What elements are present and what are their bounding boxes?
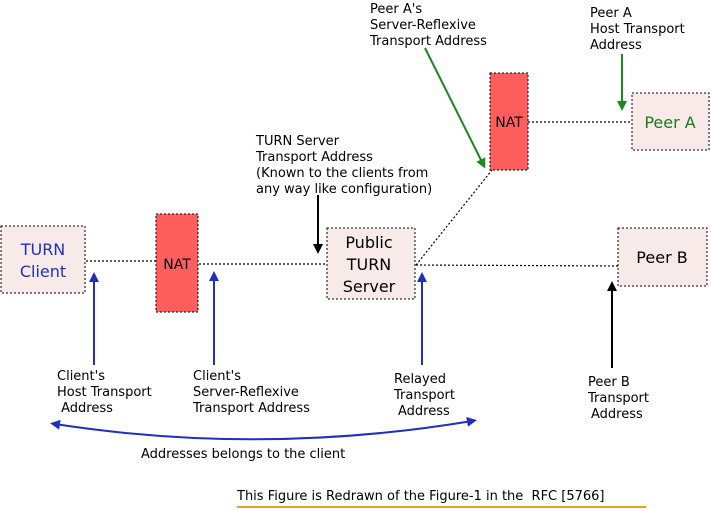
nat-peer-a-box (489, 72, 529, 171)
peer-a-box (631, 92, 710, 151)
nat-client-label: NAT (163, 257, 191, 273)
turn-client-label-1: TURN (20, 240, 66, 259)
arrow-peer-a-srflx (424, 47, 486, 169)
label-client-host-1: Client's (57, 369, 105, 384)
turn-client-label-2: Client (20, 262, 66, 281)
label-client-addresses: Addresses belongs to the client (141, 447, 345, 462)
label-peer-a-srflx-3: Transport Address (369, 34, 487, 49)
label-relayed-1: Relayed (394, 372, 446, 387)
label-turn-server-2: Transport Address (255, 150, 373, 165)
label-peer-a-host-3: Address (590, 38, 642, 53)
label-turn-server-4: any way like configuration) (256, 182, 432, 197)
turn-server-label-1: Public (345, 233, 392, 252)
nat-peer-a-label: NAT (495, 115, 523, 131)
link-server-peerb (415, 264, 619, 267)
turn-server-label-3: Server (343, 277, 396, 296)
label-client-host-3: Address (57, 401, 113, 416)
turn-server-box (326, 227, 416, 300)
peer-b-box (617, 227, 708, 287)
label-turn-server-3: (Known to the clients from (256, 166, 428, 181)
label-peer-b-3: Address (591, 407, 643, 422)
label-peer-a-srflx-1: Peer A's (370, 2, 422, 17)
label-peer-a-srflx-2: Server-Reflexive (370, 18, 476, 33)
turn-server-label-2: TURN (346, 255, 392, 274)
label-peer-b-1: Peer B (588, 375, 630, 390)
turn-client-box (0, 225, 86, 294)
label-client-host-2: Host Transport (57, 385, 152, 400)
label-peer-b-2: Transport (587, 391, 649, 406)
label-peer-a-host-2: Host Transport (590, 22, 685, 37)
figure-caption: This Figure is Redrawn of the Figure-1 i… (236, 489, 605, 504)
peer-a-label: Peer A (644, 113, 695, 132)
label-client-srflx-3: Transport Address (192, 401, 310, 416)
arrow-client-addresses (50, 416, 477, 441)
label-peer-a-host-1: Peer A (590, 6, 632, 21)
peer-b-label: Peer B (636, 248, 687, 267)
label-relayed-3: Address (398, 404, 450, 419)
label-relayed-2: Transport (393, 388, 455, 403)
link-server-nat-a (415, 169, 493, 266)
nat-client-box (155, 213, 199, 313)
label-client-srflx-1: Client's (193, 369, 241, 384)
label-turn-server-1: TURN Server (255, 134, 340, 149)
label-client-srflx-2: Server-Reflexive (193, 385, 299, 400)
